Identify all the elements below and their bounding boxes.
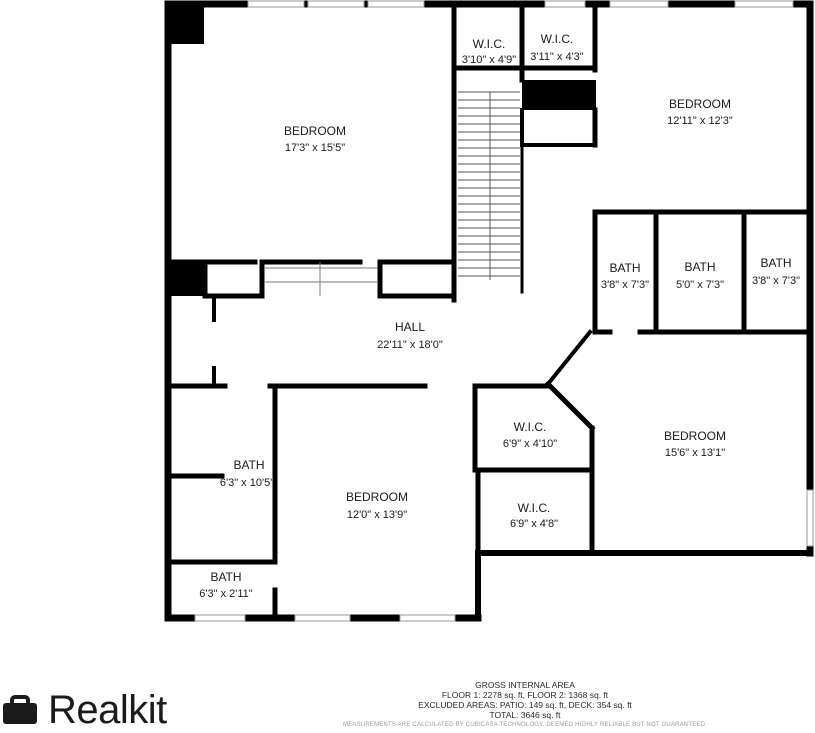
room-name-bath-3: BATH xyxy=(760,256,791,270)
closet-block xyxy=(522,80,596,110)
room-dims-wic-2: 3'11" x 4'3" xyxy=(530,51,583,63)
room-dims-bedroom-sw: 12'0" x 13'9" xyxy=(347,509,407,521)
room-dims-bath-1: 3'8" x 7'3" xyxy=(601,279,649,291)
room-name-wic-1: W.I.C. xyxy=(473,37,506,51)
room-name-bedroom-sw: BEDROOM xyxy=(346,490,408,504)
landing-steps xyxy=(265,262,378,296)
brand-logo: Realkit xyxy=(0,688,167,732)
room-name-bedroom-nw: BEDROOM xyxy=(284,124,346,138)
brand-name: Realkit xyxy=(48,687,167,732)
room-dims-bath-4: 6'3" x 10'5" xyxy=(220,477,274,489)
room-labels: BEDROOM 17'3" x 15'5" W.I.C. 3'10" x 4'9… xyxy=(199,32,800,600)
staircase xyxy=(458,91,520,280)
room-name-bath-4: BATH xyxy=(233,458,264,472)
room-dims-wic-4: 6'9" x 4'8" xyxy=(510,518,558,530)
room-dims-bedroom-ne: 12'11" x 12'3" xyxy=(667,115,733,127)
area-excluded: EXCLUDED AREAS: PATIO: 149 sq. ft, DECK:… xyxy=(418,700,632,710)
room-name-bedroom-se: BEDROOM xyxy=(664,429,726,443)
area-total: TOTAL: 3646 sq. ft xyxy=(489,710,561,720)
area-disclaimer: MEASUREMENTS ARE CALCULATED BY CUBICASA … xyxy=(343,722,707,728)
room-dims-wic-3: 6'9" x 4'10" xyxy=(503,438,557,450)
room-name-bath-1: BATH xyxy=(609,261,640,275)
room-dims-bath-2: 5'0" x 7'3" xyxy=(676,279,724,291)
area-title: GROSS INTERNAL AREA xyxy=(475,680,575,690)
room-name-wic-2: W.I.C. xyxy=(541,32,574,46)
area-floors: FLOOR 1: 2278 sq. ft, FLOOR 2: 1368 sq. … xyxy=(441,690,609,700)
briefcase-icon xyxy=(3,695,37,724)
room-name-wic-3: W.I.C. xyxy=(514,420,547,434)
chimney-block-top xyxy=(166,2,204,44)
windows xyxy=(194,0,814,622)
room-dims-bath-3: 3'8" x 7'3" xyxy=(752,275,800,287)
room-name-bath-2: BATH xyxy=(684,260,715,274)
room-name-wic-4: W.I.C. xyxy=(518,501,551,515)
room-dims-hall: 22'11" x 18'0" xyxy=(377,339,443,351)
floor-plan: BEDROOM 17'3" x 15'5" W.I.C. 3'10" x 4'9… xyxy=(164,0,814,622)
room-dims-bedroom-nw: 17'3" x 15'5" xyxy=(285,142,345,154)
room-name-bath-5: BATH xyxy=(210,570,241,584)
room-dims-bedroom-se: 15'6" x 13'1" xyxy=(665,447,725,459)
area-summary: GROSS INTERNAL AREA FLOOR 1: 2278 sq. ft… xyxy=(300,680,750,730)
chimney-block-mid xyxy=(166,260,204,296)
room-dims-wic-1: 3'10" x 4'9" xyxy=(462,54,516,66)
room-name-bedroom-ne: BEDROOM xyxy=(669,97,731,111)
room-name-hall: HALL xyxy=(395,320,425,334)
walls xyxy=(164,0,814,622)
room-dims-bath-5: 6'3" x 2'11" xyxy=(199,588,252,600)
